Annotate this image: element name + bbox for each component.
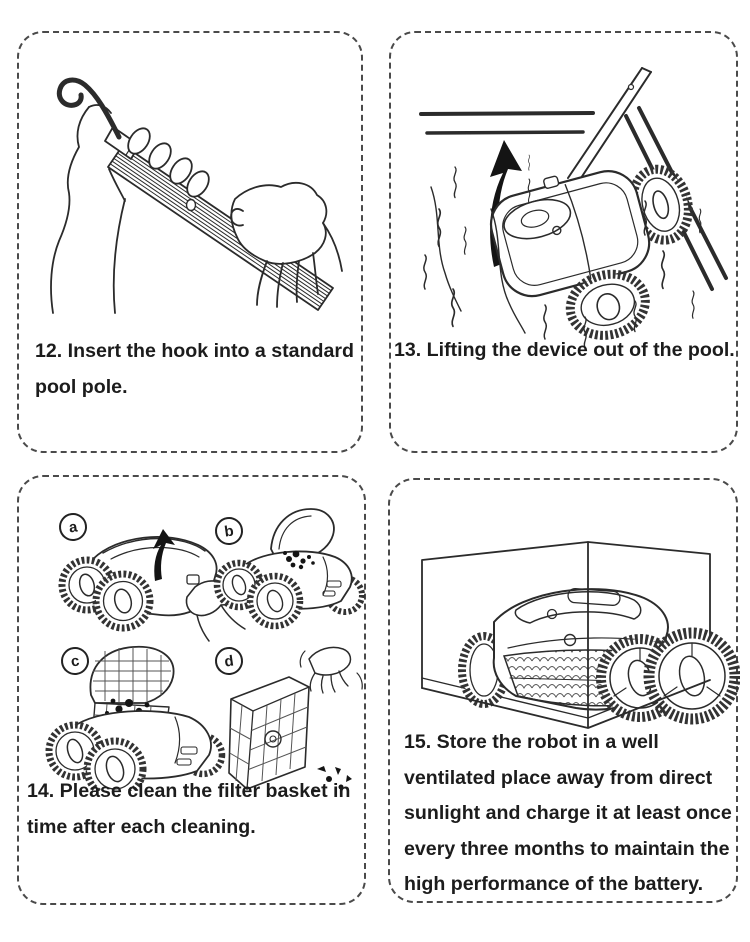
hook <box>56 77 122 140</box>
debris <box>283 550 315 570</box>
panel-step-15: 15. Store the robot in a well ventilated… <box>388 478 740 903</box>
panel-step-12: 12. Insert the hook into a standard pool… <box>17 31 363 453</box>
right-hand <box>230 181 343 308</box>
step-b-lid-open <box>213 508 365 630</box>
robot-lid <box>514 588 642 624</box>
hand <box>299 646 363 694</box>
caption-line: high performance of the battery. <box>404 873 704 895</box>
water-squiggles <box>423 154 702 349</box>
storage-box-front <box>421 541 711 729</box>
caption-line: 15. Store the robot in a well <box>404 731 659 753</box>
robot-front-wheel <box>565 269 650 340</box>
panel-step-14: a b c d 14. Please clean the filter bask… <box>17 475 366 905</box>
step-a-open-lid <box>58 529 246 642</box>
caption-step-13: 13. Lifting the device out of the pool. <box>394 333 735 369</box>
left-hand <box>50 104 210 314</box>
caption-line: every three months to maintain the <box>404 837 730 860</box>
caption-step-14: 14. Please clean the filter basket in ti… <box>27 774 350 845</box>
pool-pole <box>567 67 652 185</box>
filter-basket-cleaning-illustration <box>45 508 365 791</box>
step-c-basket-debris <box>45 645 226 791</box>
caption-line: sunlight and charge it at least once <box>404 802 732 824</box>
caption-line: time after each cleaning. <box>27 815 256 838</box>
step-d-shake-basket <box>228 646 363 791</box>
caption-step-12: 12. Insert the hook into a standard pool… <box>35 334 354 405</box>
caption-line: 12. Insert the hook into a standard <box>35 340 355 362</box>
robot-in-storage-box-illustration <box>421 541 740 729</box>
pool-waterline <box>419 111 595 135</box>
robot <box>458 588 740 725</box>
wheel <box>92 570 154 632</box>
lid-mesh <box>93 647 171 703</box>
falling-debris <box>312 766 352 791</box>
robot-right-wheel-rear <box>643 627 740 725</box>
caption-line: 13. Lifting the device out of the pool. <box>394 339 735 361</box>
robot <box>489 164 693 340</box>
caption-line: 14. Please clean the filter basket in <box>27 780 351 802</box>
wheel <box>246 572 304 630</box>
hook-into-pole-illustration <box>50 77 343 314</box>
panel-step-13: 13. Lifting the device out of the pool. <box>389 31 738 453</box>
wheel <box>83 737 147 791</box>
caption-line: pool pole. <box>35 375 128 398</box>
lifting-out-of-pool-illustration <box>419 67 728 349</box>
caption-line: ventilated place away from direct <box>404 766 713 789</box>
robot-lid <box>503 198 572 240</box>
caption-step-15: 15. Store the robot in a well ventilated… <box>404 725 732 903</box>
filter-basket <box>228 676 310 790</box>
